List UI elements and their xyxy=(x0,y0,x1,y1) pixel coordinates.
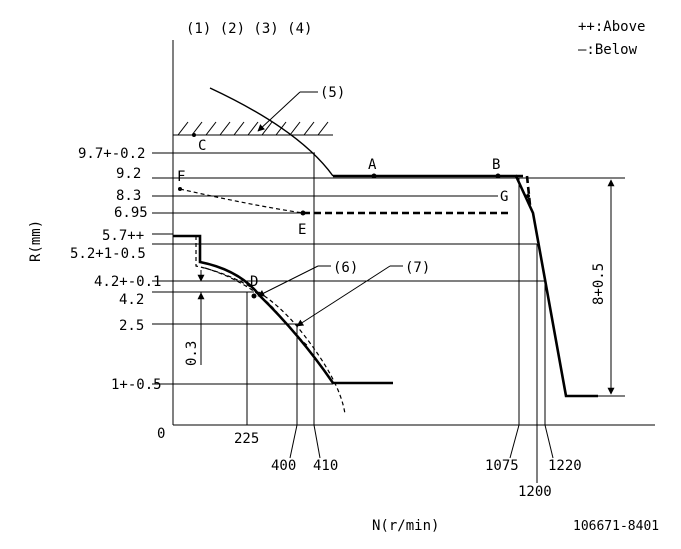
xlabel-1075: 1075 xyxy=(485,458,519,474)
xlabel-1200: 1200 xyxy=(518,484,552,500)
y-axis-label: R(mm) xyxy=(28,220,44,262)
callout-7-arrow xyxy=(296,265,391,327)
ylabel-4-2a: 4.2+-0.1 xyxy=(94,274,161,290)
drawing-number: 106671-8401 xyxy=(573,519,659,534)
dimension-8-label: 8+0.5 xyxy=(591,263,607,305)
label-d: D xyxy=(250,274,258,290)
callout-6: (6) xyxy=(333,260,358,276)
ylabel-5-7: 5.7++ xyxy=(102,228,144,244)
origin-label: 0 xyxy=(157,426,165,442)
point-b xyxy=(495,173,501,179)
label-c: C xyxy=(198,138,206,154)
start-curve xyxy=(173,234,393,385)
ylabel-4-2: 4.2 xyxy=(119,292,144,308)
dimension-0-3-label: 0.3 xyxy=(184,341,200,366)
point-e xyxy=(300,210,306,216)
legend-above: ++:Above xyxy=(578,19,645,35)
point-g xyxy=(526,194,530,198)
ylabel-2-5: 2.5 xyxy=(119,318,144,334)
xlabel-1220: 1220 xyxy=(548,458,582,474)
point-c xyxy=(192,133,196,137)
xlabel-225: 225 xyxy=(234,431,259,447)
label-e: E xyxy=(298,222,306,238)
xlabel-400: 400 xyxy=(271,458,296,474)
xleader-410 xyxy=(313,424,321,459)
ylabel-9-7: 9.7+-0.2 xyxy=(78,146,145,162)
xleader-1220 xyxy=(544,424,554,459)
ylabel-9-2: 9.2 xyxy=(116,166,141,182)
label-b: B xyxy=(492,157,500,173)
rated-line xyxy=(333,174,598,398)
dashed-g-curve xyxy=(516,174,532,206)
point-d xyxy=(251,293,257,299)
callout-5: (5) xyxy=(320,85,345,101)
point-a xyxy=(371,173,377,179)
label-g: G xyxy=(500,189,508,205)
ylabel-6-95: 6.95 xyxy=(114,205,148,221)
stopper-hatch xyxy=(173,121,333,136)
label-a: A xyxy=(368,157,377,173)
x-axis-label: N(r/min) xyxy=(372,518,439,534)
dashed-f-curve xyxy=(179,188,304,214)
dashed-start-outer xyxy=(204,267,309,347)
notes-label: (1) (2) (3) (4) xyxy=(186,21,312,37)
dashed-start-inner xyxy=(195,236,346,415)
legend-below: —:Below xyxy=(578,42,638,58)
callout-6-arrow xyxy=(257,265,319,297)
label-f: F xyxy=(177,169,185,185)
ylabel-8-3: 8.3 xyxy=(116,188,141,204)
ylabel-1: 1+-0.5 xyxy=(111,377,162,393)
xleader-1075 xyxy=(509,424,520,459)
xleader-400 xyxy=(289,424,298,459)
ylabel-5-2: 5.2+1-0.5 xyxy=(70,246,146,262)
point-f xyxy=(178,187,182,191)
xlabel-410: 410 xyxy=(313,458,338,474)
full-load-curve xyxy=(209,87,334,177)
callout-7: (7) xyxy=(405,260,430,276)
callout-5-arrow xyxy=(257,91,301,132)
